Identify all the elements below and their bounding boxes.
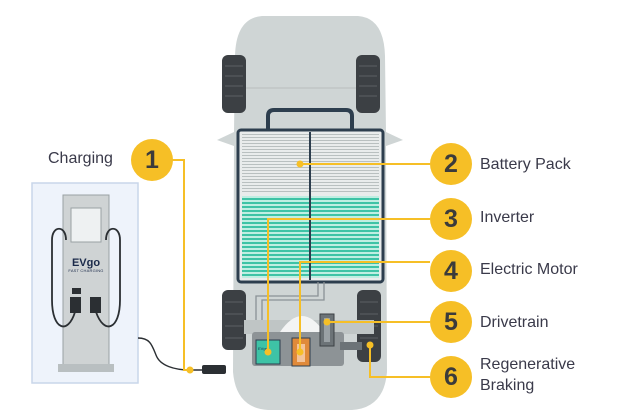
svg-text:EVgo: EVgo [258,346,269,351]
label-battery-pack: Battery Pack [480,156,571,173]
label-charging: Charging [48,150,113,167]
callout-number-6: 6 [430,356,472,398]
leader-6 [369,345,430,378]
leader-dot-3 [264,348,272,356]
leader-4 [299,261,430,352]
leader-dot-1 [186,366,194,374]
evgo-subtitle: FAST CHARGING [68,268,104,273]
charger-station [31,182,226,384]
charging-plug [202,365,226,374]
charger-cable-left [51,227,76,328]
leader-dot-4 [296,348,304,356]
car: EVgo [217,16,403,410]
rear-axle [340,342,362,350]
label-drivetrain: Drivetrain [480,314,549,331]
callout-number-5: 5 [430,301,472,343]
callout-number-4: 4 [430,250,472,292]
label-regenerative-braking: Regenerative Braking [480,356,576,394]
leader-3 [267,218,430,352]
leader-dot-6 [366,341,374,349]
label-inverter: Inverter [480,209,535,226]
connector-holder-right [90,297,101,313]
motor-dome [280,316,324,332]
callout-number-3: 3 [430,198,472,240]
charger-button [72,288,81,294]
callout-number-1: 1 [131,139,173,181]
battery-pack [236,108,385,284]
leader-dot-2 [296,160,304,168]
connector-holder-left [70,297,81,313]
evgo-logo: EVgo [71,257,101,269]
charging-cable [137,337,204,371]
label-electric-motor: Electric Motor [480,261,578,278]
wheel-rear-left [222,290,246,350]
wheel-front-left [222,55,246,113]
leader-1 [172,159,190,371]
leader-dot-5 [323,318,331,326]
charger-cable-right [95,227,121,328]
battery-handle [266,108,354,132]
wheel-front-right [356,55,380,113]
callout-number-2: 2 [430,143,472,185]
charger-base [58,364,114,372]
charger-screen [70,207,102,243]
